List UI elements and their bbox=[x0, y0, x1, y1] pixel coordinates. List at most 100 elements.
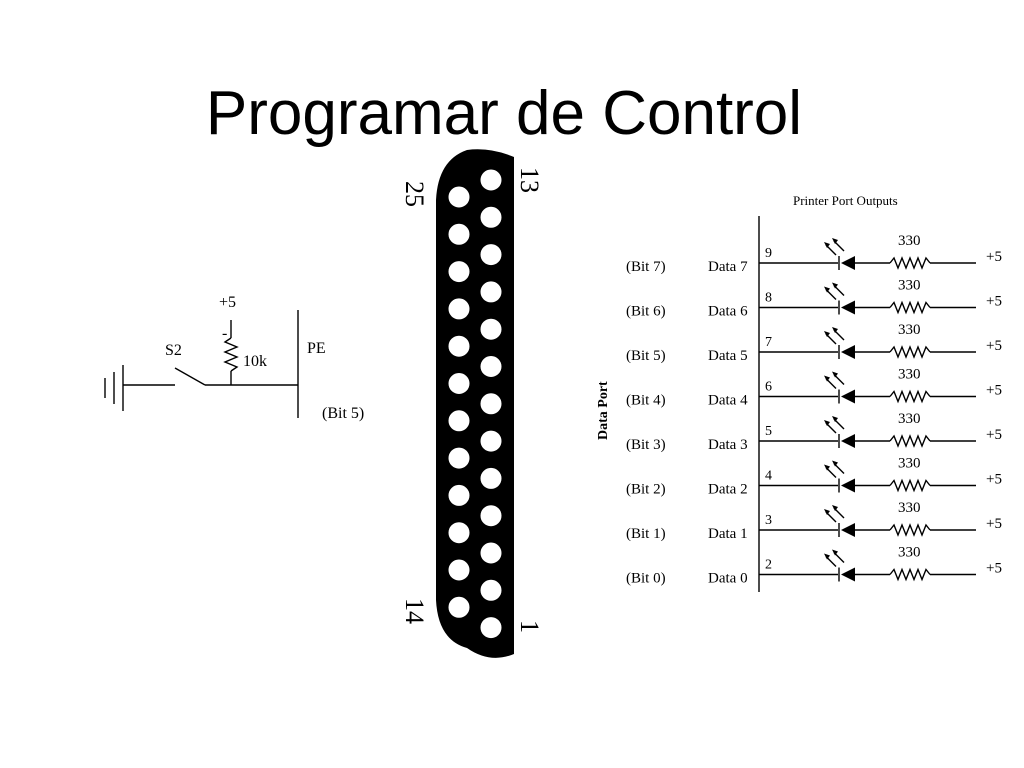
resistor-330-zigzag bbox=[889, 389, 931, 404]
supply-label: +5 bbox=[986, 294, 1002, 310]
switch-s2-blade bbox=[174, 367, 206, 386]
connector-pin bbox=[480, 430, 502, 452]
data-label: Data 0 bbox=[708, 571, 748, 587]
light-arrowhead-icon bbox=[832, 460, 838, 467]
connector-pin bbox=[448, 186, 470, 208]
light-arrowhead-icon bbox=[832, 238, 838, 244]
output-row: (Bit 0) Data 0 2 330 +5 bbox=[626, 545, 1002, 587]
connector-pin bbox=[448, 261, 470, 283]
data-port-label: Data Port bbox=[596, 381, 611, 440]
pin-number-label: 2 bbox=[765, 558, 772, 573]
connector-pin bbox=[480, 206, 502, 228]
light-arrowhead-icon bbox=[832, 371, 838, 378]
pin-number-label: 7 bbox=[765, 335, 772, 350]
connector-pin bbox=[448, 335, 470, 357]
led-icon bbox=[841, 567, 855, 582]
pe-bit-label: (Bit 5) bbox=[322, 405, 364, 422]
resistor-330-zigzag bbox=[889, 478, 931, 493]
light-arrowhead-icon bbox=[824, 553, 830, 560]
bit-label: (Bit 3) bbox=[626, 437, 666, 453]
connector-pin bbox=[448, 223, 470, 245]
connector-pin bbox=[480, 467, 502, 489]
connector-pin bbox=[480, 617, 502, 639]
output-row: (Bit 5) Data 5 7 330 +5 bbox=[626, 322, 1002, 364]
resistor-330-zigzag bbox=[889, 434, 931, 448]
light-arrowhead-icon bbox=[824, 509, 830, 515]
pin-number-label: 9 bbox=[765, 246, 772, 261]
pin-number-label: 3 bbox=[765, 513, 772, 528]
connector-pin bbox=[480, 169, 502, 191]
data-label: Data 5 bbox=[708, 348, 748, 364]
switch-label: S2 bbox=[165, 342, 182, 359]
light-arrowhead-icon bbox=[832, 282, 838, 289]
resistor-label: 10k bbox=[243, 353, 267, 370]
pin-1-label: 1 bbox=[515, 620, 544, 633]
resistor-value-label: 330 bbox=[898, 456, 921, 472]
pe-label: PE bbox=[307, 340, 326, 357]
connector-pin bbox=[480, 505, 502, 527]
light-arrowhead-icon bbox=[824, 242, 830, 248]
connector-pin bbox=[448, 484, 470, 506]
bit-label: (Bit 5) bbox=[626, 348, 666, 364]
supply-label: +5 bbox=[986, 516, 1002, 532]
slide-title: Programar de Control bbox=[205, 79, 803, 148]
led-icon bbox=[841, 389, 855, 404]
connector-pin bbox=[448, 373, 470, 394]
connector-pin bbox=[448, 596, 470, 618]
connector-pin bbox=[448, 447, 470, 469]
connector-pin bbox=[448, 522, 470, 544]
light-arrowhead-icon bbox=[832, 549, 838, 556]
light-arrowhead-icon bbox=[824, 375, 830, 382]
pin-25-label: 25 bbox=[400, 181, 429, 207]
connector-pins bbox=[448, 169, 502, 639]
outputs-heading: Printer Port Outputs bbox=[793, 193, 898, 208]
resistor-330-zigzag bbox=[889, 523, 931, 537]
supply-dash: - bbox=[222, 325, 227, 342]
connector-pin bbox=[480, 318, 502, 340]
pin-number-label: 8 bbox=[765, 291, 772, 306]
switch-input-circuit bbox=[104, 310, 299, 418]
led-icon bbox=[841, 478, 855, 493]
led-icon bbox=[841, 523, 855, 537]
light-arrowhead-icon bbox=[832, 416, 838, 422]
data-label: Data 1 bbox=[708, 526, 748, 542]
led-icon bbox=[841, 256, 855, 270]
bit-label: (Bit 4) bbox=[626, 393, 666, 409]
light-arrowhead-icon bbox=[832, 505, 838, 511]
supply-label: +5 bbox=[986, 561, 1002, 577]
led-icon bbox=[841, 300, 855, 315]
connector-pin bbox=[448, 410, 470, 432]
resistor-330-zigzag bbox=[889, 256, 931, 270]
pin-14-label: 14 bbox=[400, 598, 429, 624]
resistor-330-zigzag bbox=[889, 345, 931, 359]
resistor-value-label: 330 bbox=[898, 411, 921, 427]
light-arrowhead-icon bbox=[832, 327, 838, 333]
bit-label: (Bit 6) bbox=[626, 304, 666, 320]
resistor-330-zigzag bbox=[889, 300, 931, 315]
bit-label: (Bit 0) bbox=[626, 571, 666, 587]
supply-label: +5 bbox=[986, 338, 1002, 354]
resistor-value-label: 330 bbox=[898, 367, 921, 383]
connector-pin bbox=[480, 244, 502, 266]
connector-pin bbox=[480, 393, 502, 415]
connector-pin bbox=[448, 298, 470, 320]
resistor-value-label: 330 bbox=[898, 322, 921, 338]
bit-label: (Bit 7) bbox=[626, 259, 666, 275]
data-label: Data 2 bbox=[708, 482, 748, 498]
pin-number-label: 4 bbox=[765, 469, 772, 484]
data-label: Data 6 bbox=[708, 304, 748, 320]
resistor-value-label: 330 bbox=[898, 545, 921, 561]
data-label: Data 7 bbox=[708, 259, 748, 275]
supply-label: +5 bbox=[986, 472, 1002, 488]
light-arrowhead-icon bbox=[824, 420, 830, 426]
light-arrowhead-icon bbox=[824, 286, 830, 293]
supply-label: +5 bbox=[986, 383, 1002, 399]
resistor-10k-zigzag bbox=[223, 337, 239, 372]
